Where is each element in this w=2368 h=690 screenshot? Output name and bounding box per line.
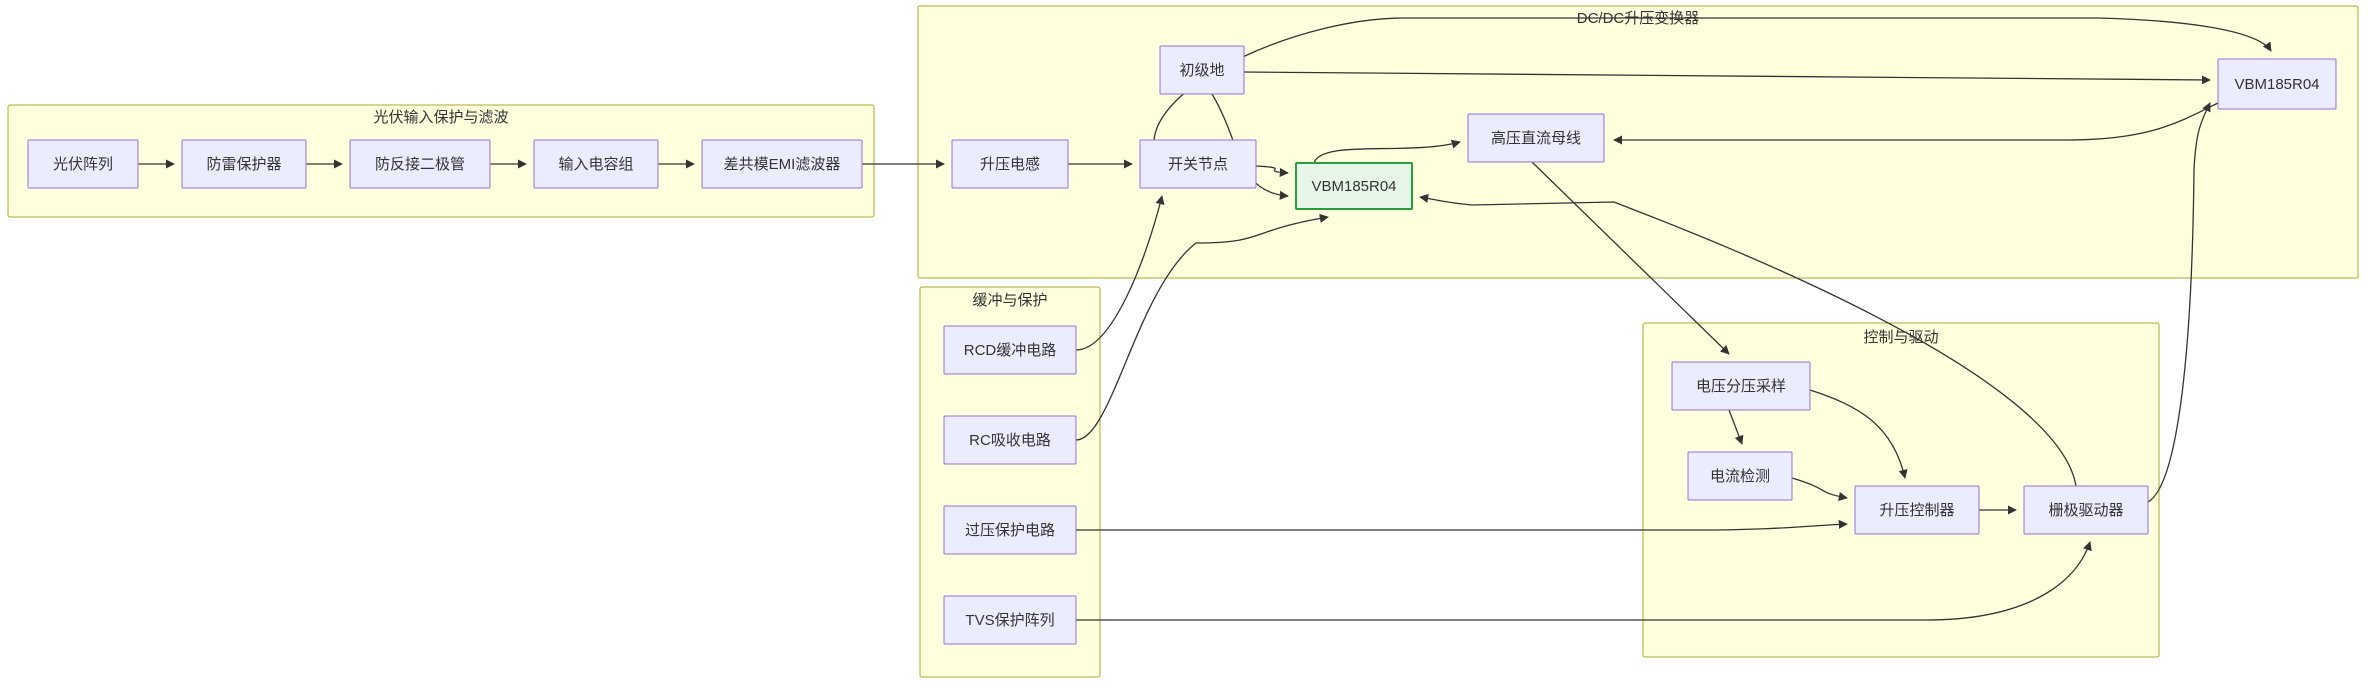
node-label: 防雷保护器	[206, 156, 281, 173]
node-diode2[interactable]: VBM185R04	[2217, 58, 2337, 110]
node-box[interactable]	[1467, 113, 1605, 163]
node-label: TVS保护阵列	[965, 612, 1054, 629]
node-diode[interactable]: 防反接二极管	[349, 139, 491, 189]
node-box[interactable]	[1139, 139, 1257, 189]
node-label: 升压控制器	[1879, 502, 1954, 519]
node-spd[interactable]: 防雷保护器	[181, 139, 307, 189]
node-group: 光伏阵列 防雷保护器 防反接二极管 输入电容组 差共模EMI滤波器 升压电感 开关节点 初级地…	[27, 45, 2337, 645]
edge-isense-to-ctrl	[1791, 477, 1848, 501]
cluster-title: 控制与驱动	[1863, 329, 1938, 346]
node-label: 光伏阵列	[53, 156, 113, 173]
node-label: RC吸收电路	[969, 432, 1051, 449]
node-emi[interactable]: 差共模EMI滤波器	[701, 139, 863, 189]
node-box[interactable]	[1295, 162, 1413, 210]
cluster-box	[919, 286, 1101, 678]
node-label: 防反接二极管	[375, 156, 465, 173]
node-pv[interactable]: 光伏阵列	[27, 139, 139, 189]
edge-vsense-to-isense	[1728, 409, 1744, 445]
node-box[interactable]	[701, 139, 863, 189]
node-label: 输入电容组	[558, 156, 633, 173]
node-label: 升压电感	[980, 156, 1040, 173]
edge-sw-to-mosfet	[1255, 165, 1289, 178]
node-label: VBM185R04	[1311, 178, 1396, 195]
node-tvs[interactable]: TVS保护阵列	[943, 595, 1077, 645]
cluster-c-dcdc: DC/DC升压变换器	[917, 5, 2359, 279]
node-box[interactable]	[533, 139, 659, 189]
node-box[interactable]	[943, 325, 1077, 375]
cluster-title: 缓冲与保护	[972, 292, 1047, 309]
node-label: 高压直流母线	[1491, 130, 1581, 147]
node-label: RCD缓冲电路	[964, 342, 1057, 359]
node-vsense[interactable]: 电压分压采样	[1671, 361, 1811, 411]
cluster-box	[917, 5, 2359, 279]
node-box[interactable]	[943, 505, 1077, 555]
node-label: 过压保护电路	[965, 522, 1055, 539]
node-label: 电压分压采样	[1696, 378, 1786, 395]
edge-gate-to-diode2	[2147, 102, 2211, 503]
node-gate[interactable]: 栅极驱动器	[2023, 485, 2149, 535]
node-box[interactable]	[349, 139, 491, 189]
node-box[interactable]	[181, 139, 307, 189]
edge-bus-to-vsense	[1531, 161, 1730, 355]
node-box[interactable]	[2217, 58, 2337, 110]
node-label: 开关节点	[1168, 156, 1228, 173]
edge-vsense-to-ctrl	[1809, 389, 1908, 479]
node-box[interactable]	[1687, 451, 1793, 501]
node-box[interactable]	[943, 415, 1077, 465]
node-box[interactable]	[1159, 45, 1245, 95]
edge-rcsnub-to-mosfet	[1075, 213, 1329, 441]
node-label: 差共模EMI滤波器	[724, 156, 841, 173]
node-label: 栅极驱动器	[2048, 502, 2123, 519]
edge-mosfet-to-bus	[1313, 139, 1461, 164]
node-label: 初级地	[1179, 62, 1224, 79]
node-isense[interactable]: 电流检测	[1687, 451, 1793, 501]
node-mosfet[interactable]: VBM185R04	[1295, 162, 1413, 210]
node-ctrl[interactable]: 升压控制器	[1854, 485, 1980, 535]
node-cin[interactable]: 输入电容组	[533, 139, 659, 189]
node-label: 电流检测	[1710, 468, 1770, 485]
node-sw[interactable]: 开关节点	[1139, 139, 1257, 189]
edge-rcd-to-sw	[1075, 195, 1165, 351]
node-label: VBM185R04	[2234, 76, 2319, 93]
cluster-title: 光伏输入保护与滤波	[373, 109, 508, 126]
node-box[interactable]	[27, 139, 139, 189]
node-box[interactable]	[2023, 485, 2149, 535]
node-box[interactable]	[1854, 485, 1980, 535]
node-pgnd[interactable]: 初级地	[1159, 45, 1245, 95]
edge-gate-to-mosfet	[1419, 193, 2077, 487]
node-rcsnub[interactable]: RC吸收电路	[943, 415, 1077, 465]
node-ovp[interactable]: 过压保护电路	[943, 505, 1077, 555]
node-box[interactable]	[1671, 361, 1811, 411]
edge-tvs-to-gate	[1076, 541, 2092, 621]
cluster-c-snub: 缓冲与保护	[919, 286, 1101, 678]
node-box[interactable]	[951, 139, 1069, 189]
edge-pgnd-to-diode2	[1243, 71, 2211, 85]
edge-ovp-to-ctrl	[1076, 519, 1848, 531]
node-rcd[interactable]: RCD缓冲电路	[943, 325, 1077, 375]
node-ind[interactable]: 升压电感	[951, 139, 1069, 189]
node-bus[interactable]: 高压直流母线	[1467, 113, 1605, 163]
node-box[interactable]	[943, 595, 1077, 645]
